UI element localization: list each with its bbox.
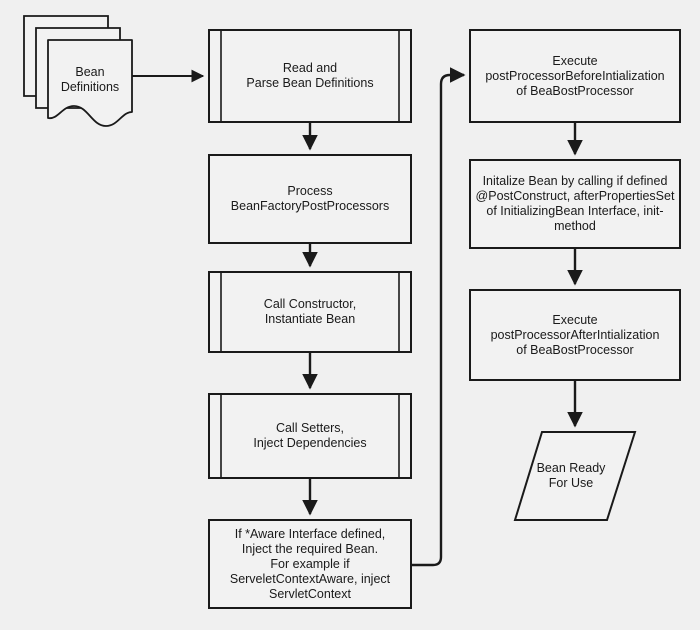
node-read-parse[interactable] xyxy=(208,29,412,123)
shape-rect xyxy=(208,29,412,123)
edge-aware-to-before xyxy=(411,67,466,567)
shape-rect xyxy=(208,393,412,479)
node-call-constructor[interactable] xyxy=(208,271,412,353)
shape-rect xyxy=(208,271,412,353)
shape-parallelogram xyxy=(513,431,637,521)
node-bean-definitions[interactable] xyxy=(23,15,133,127)
shape-rect xyxy=(469,159,681,249)
shape-rect xyxy=(208,519,412,609)
shape-rect xyxy=(469,29,681,123)
node-call-setters[interactable] xyxy=(208,393,412,479)
node-post-process-before[interactable] xyxy=(469,29,681,123)
node-initialize-bean[interactable] xyxy=(469,159,681,249)
shape-rect xyxy=(208,154,412,244)
node-aware-interface[interactable] xyxy=(208,519,412,609)
document-sheet-front xyxy=(47,39,133,127)
node-bean-ready[interactable] xyxy=(513,431,637,521)
node-process-bfpp[interactable] xyxy=(208,154,412,244)
node-post-process-after[interactable] xyxy=(469,289,681,381)
shape-rect xyxy=(469,289,681,381)
